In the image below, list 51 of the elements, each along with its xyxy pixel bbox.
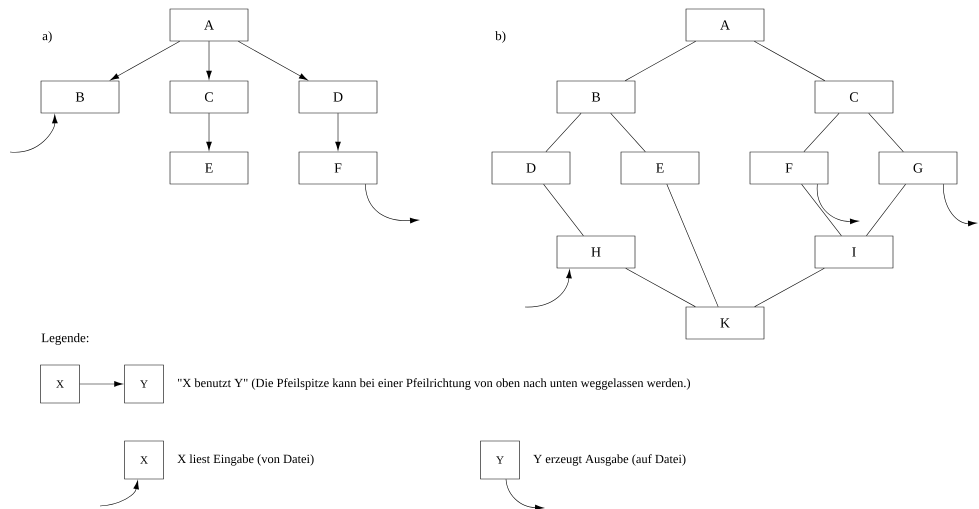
connector-line bbox=[754, 41, 826, 81]
module-box: E bbox=[170, 152, 248, 184]
legend-text: "X benutzt Y" (Die Pfeilspitze kann bei einer Pfeilrichtung von oben nach unten weggelassen werden.) bbox=[178, 378, 690, 390]
module-box: B bbox=[556, 80, 636, 114]
arrow bbox=[206, 113, 212, 150]
input-arrow bbox=[100, 480, 139, 506]
connector-line bbox=[666, 184, 718, 307]
output-arrow bbox=[365, 184, 419, 224]
panel-label: a) bbox=[42, 31, 52, 43]
arrow bbox=[238, 41, 308, 80]
legend-sample-box: Y bbox=[480, 440, 520, 480]
output-arrow bbox=[506, 479, 544, 509]
module-box: C bbox=[814, 80, 894, 114]
arrow bbox=[206, 41, 212, 80]
module-box: I bbox=[814, 236, 894, 268]
module-box: F bbox=[298, 152, 378, 184]
legend-sample-box: X bbox=[124, 440, 164, 480]
panel-label: b) bbox=[495, 31, 506, 43]
module-box: D bbox=[298, 80, 378, 114]
connector-line bbox=[801, 184, 842, 236]
module-box: G bbox=[878, 152, 958, 184]
module-box: K bbox=[686, 306, 764, 340]
module-box: A bbox=[686, 8, 764, 42]
connector-line bbox=[804, 113, 840, 152]
legend-text: X liest Eingabe (von Datei) bbox=[178, 454, 314, 466]
arrow bbox=[80, 381, 123, 387]
input-arrow bbox=[10, 114, 58, 152]
arrow bbox=[110, 41, 180, 80]
arrow bbox=[335, 113, 341, 150]
connector-line bbox=[543, 184, 584, 236]
input-arrow bbox=[524, 270, 572, 308]
module-box: H bbox=[556, 236, 636, 268]
connector-line bbox=[624, 41, 696, 81]
connector-line bbox=[754, 268, 825, 307]
module-box: D bbox=[492, 152, 570, 184]
output-arrow bbox=[816, 184, 859, 224]
connector-line bbox=[546, 113, 582, 152]
output-arrow bbox=[943, 184, 977, 226]
connector-line bbox=[868, 113, 904, 152]
connector-line bbox=[610, 113, 646, 152]
module-box: C bbox=[170, 80, 248, 114]
module-box: F bbox=[750, 152, 828, 184]
connector-line bbox=[866, 184, 906, 236]
legend-sample-box: Y bbox=[124, 364, 164, 404]
connector-line bbox=[625, 268, 696, 307]
module-box: A bbox=[170, 8, 248, 42]
module-box: E bbox=[620, 152, 700, 184]
legend-text: Y erzeugt Ausgabe (auf Datei) bbox=[533, 454, 686, 466]
module-box: B bbox=[40, 80, 120, 114]
legend-heading: Legende: bbox=[42, 333, 88, 345]
legend-sample-box: X bbox=[40, 364, 80, 404]
